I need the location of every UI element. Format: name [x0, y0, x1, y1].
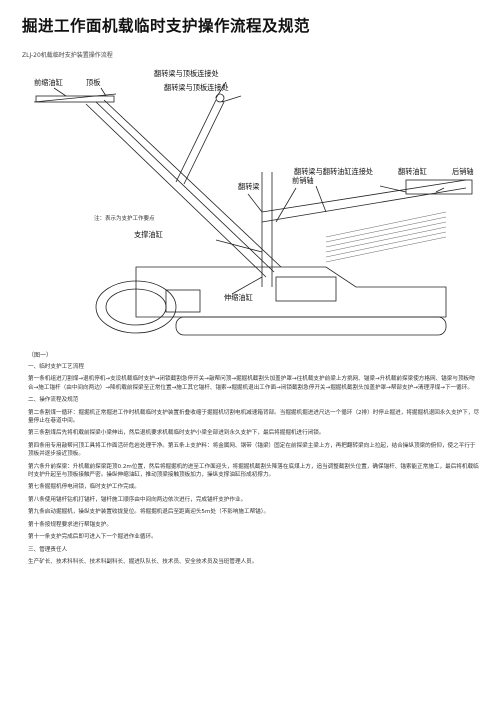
machine-diagram: 前缩油缸 顶板 翻转梁与顶板连接处 翻转梁与顶板连接处 翻转梁 前销轴 翻转梁与… [33, 69, 474, 336]
top-plate-line [33, 93, 117, 103]
label-lift-cyl: 伸缩油缸 [224, 293, 253, 302]
label-flip-beam-cyl-joint: 翻转梁与翻转油缸连接处 [294, 167, 373, 176]
label-rear-pin: 后销轴 [452, 167, 474, 176]
section-1-heading: 一、临时支护工艺流程 [28, 364, 84, 370]
label-top-plate: 顶板 [86, 78, 100, 87]
figure-note: 注：表示为支护工作要点 [94, 214, 155, 222]
section-2-paragraph-4: 第六条升前探梁：升机载前探梁距顶0.2m位置，然后将掘掘机的进至工作面迎头，将掘… [28, 463, 479, 479]
label-flip-beam-joint2: 翻转梁与顶板连接处 [164, 83, 229, 92]
section-2-paragraph-2: 第三条割煤后先将机载前探梁小梁伸出，然后退机要求机载临时支护小梁全部进到永久支护… [28, 430, 325, 437]
top-plate [35, 95, 115, 103]
section-2-paragraph-8: 第十条按规程要求进行帮锚支护。 [28, 521, 112, 528]
right-arm-a [261, 179, 467, 213]
section-2-paragraph-9: 第十一条支护完成后即可进入下一个掘进作业循环。 [28, 534, 157, 541]
section-2-heading: 二、操作流程及规范 [28, 397, 79, 404]
section-3-paragraph: 生产矿长、技术科科长、技术科副科长、掘进队队长、技术员、安全技术员及当班管理人员… [28, 558, 258, 565]
boom-rail [103, 99, 282, 268]
section-2-paragraph-7: 第九条启动掘掘机，操纵支护装置收拢复位。将掘掘机退后至距离迎头5m处（不影响施工… [28, 509, 270, 516]
section-2-paragraph-1: 第二条割煤一循环：掘掘机正常掘进工作时机载临时支护装置折叠收缩于掘掘机切割电机减… [28, 409, 480, 425]
track [175, 316, 447, 336]
cutter-head [95, 280, 177, 334]
label-support-cyl: 支撑油缸 [134, 230, 163, 239]
label-flip-beam: 翻转梁 [238, 182, 260, 191]
boom-lower [95, 101, 275, 273]
document-body: 一、临时支护工艺流程 第一条机组进刀割煤→退机停机→支设机载临时支护→闭锁截割急… [28, 361, 480, 570]
label-front-cyl: 前缩油缸 [34, 78, 63, 87]
strut-b [183, 101, 225, 185]
section-1-paragraph: 第一条机组进刀割煤→退机停机→支设机载临时支护→闭锁截割急停开关→敲帮问顶→掘掘… [28, 376, 475, 391]
figure-caption: （图一） [28, 352, 53, 359]
cutter-head-inner [105, 288, 167, 326]
strut-a [175, 99, 217, 183]
page-title: 掘进工作面机载临时支护操作流程及规范 [22, 17, 311, 35]
label-flip-axis: 前销轴 [292, 176, 314, 185]
section-2-paragraph-5: 第七条掘掘机停电闭锁，临时支护工作完成。 [28, 484, 140, 491]
joint-top [215, 93, 225, 103]
section-2-paragraph-3: 第四条用专用敲帮问顶工具将工作面活矸危岩处理干净。第五条上支护料：将金属网、钢带… [28, 442, 476, 458]
label-flip-cyl: 翻转油缸 [398, 167, 427, 176]
label-flip-beam-joint1: 翻转梁与顶板连接处 [154, 69, 219, 78]
machine-body [135, 266, 447, 318]
rear-block [405, 179, 473, 195]
machine-box-left [165, 289, 201, 313]
machine-box [275, 276, 337, 302]
section-3-heading: 三、管理责任人 [28, 546, 68, 553]
section-2-paragraph-6: 第八条使用锚杆钻机打锚杆，锚杆施工顺序由中间向两边依次进行，完成锚杆支护作业。 [28, 496, 247, 503]
page-subtitle: ZLJ-20机载临时支护装置操作流程 [22, 52, 113, 59]
boom-upper [85, 103, 267, 278]
